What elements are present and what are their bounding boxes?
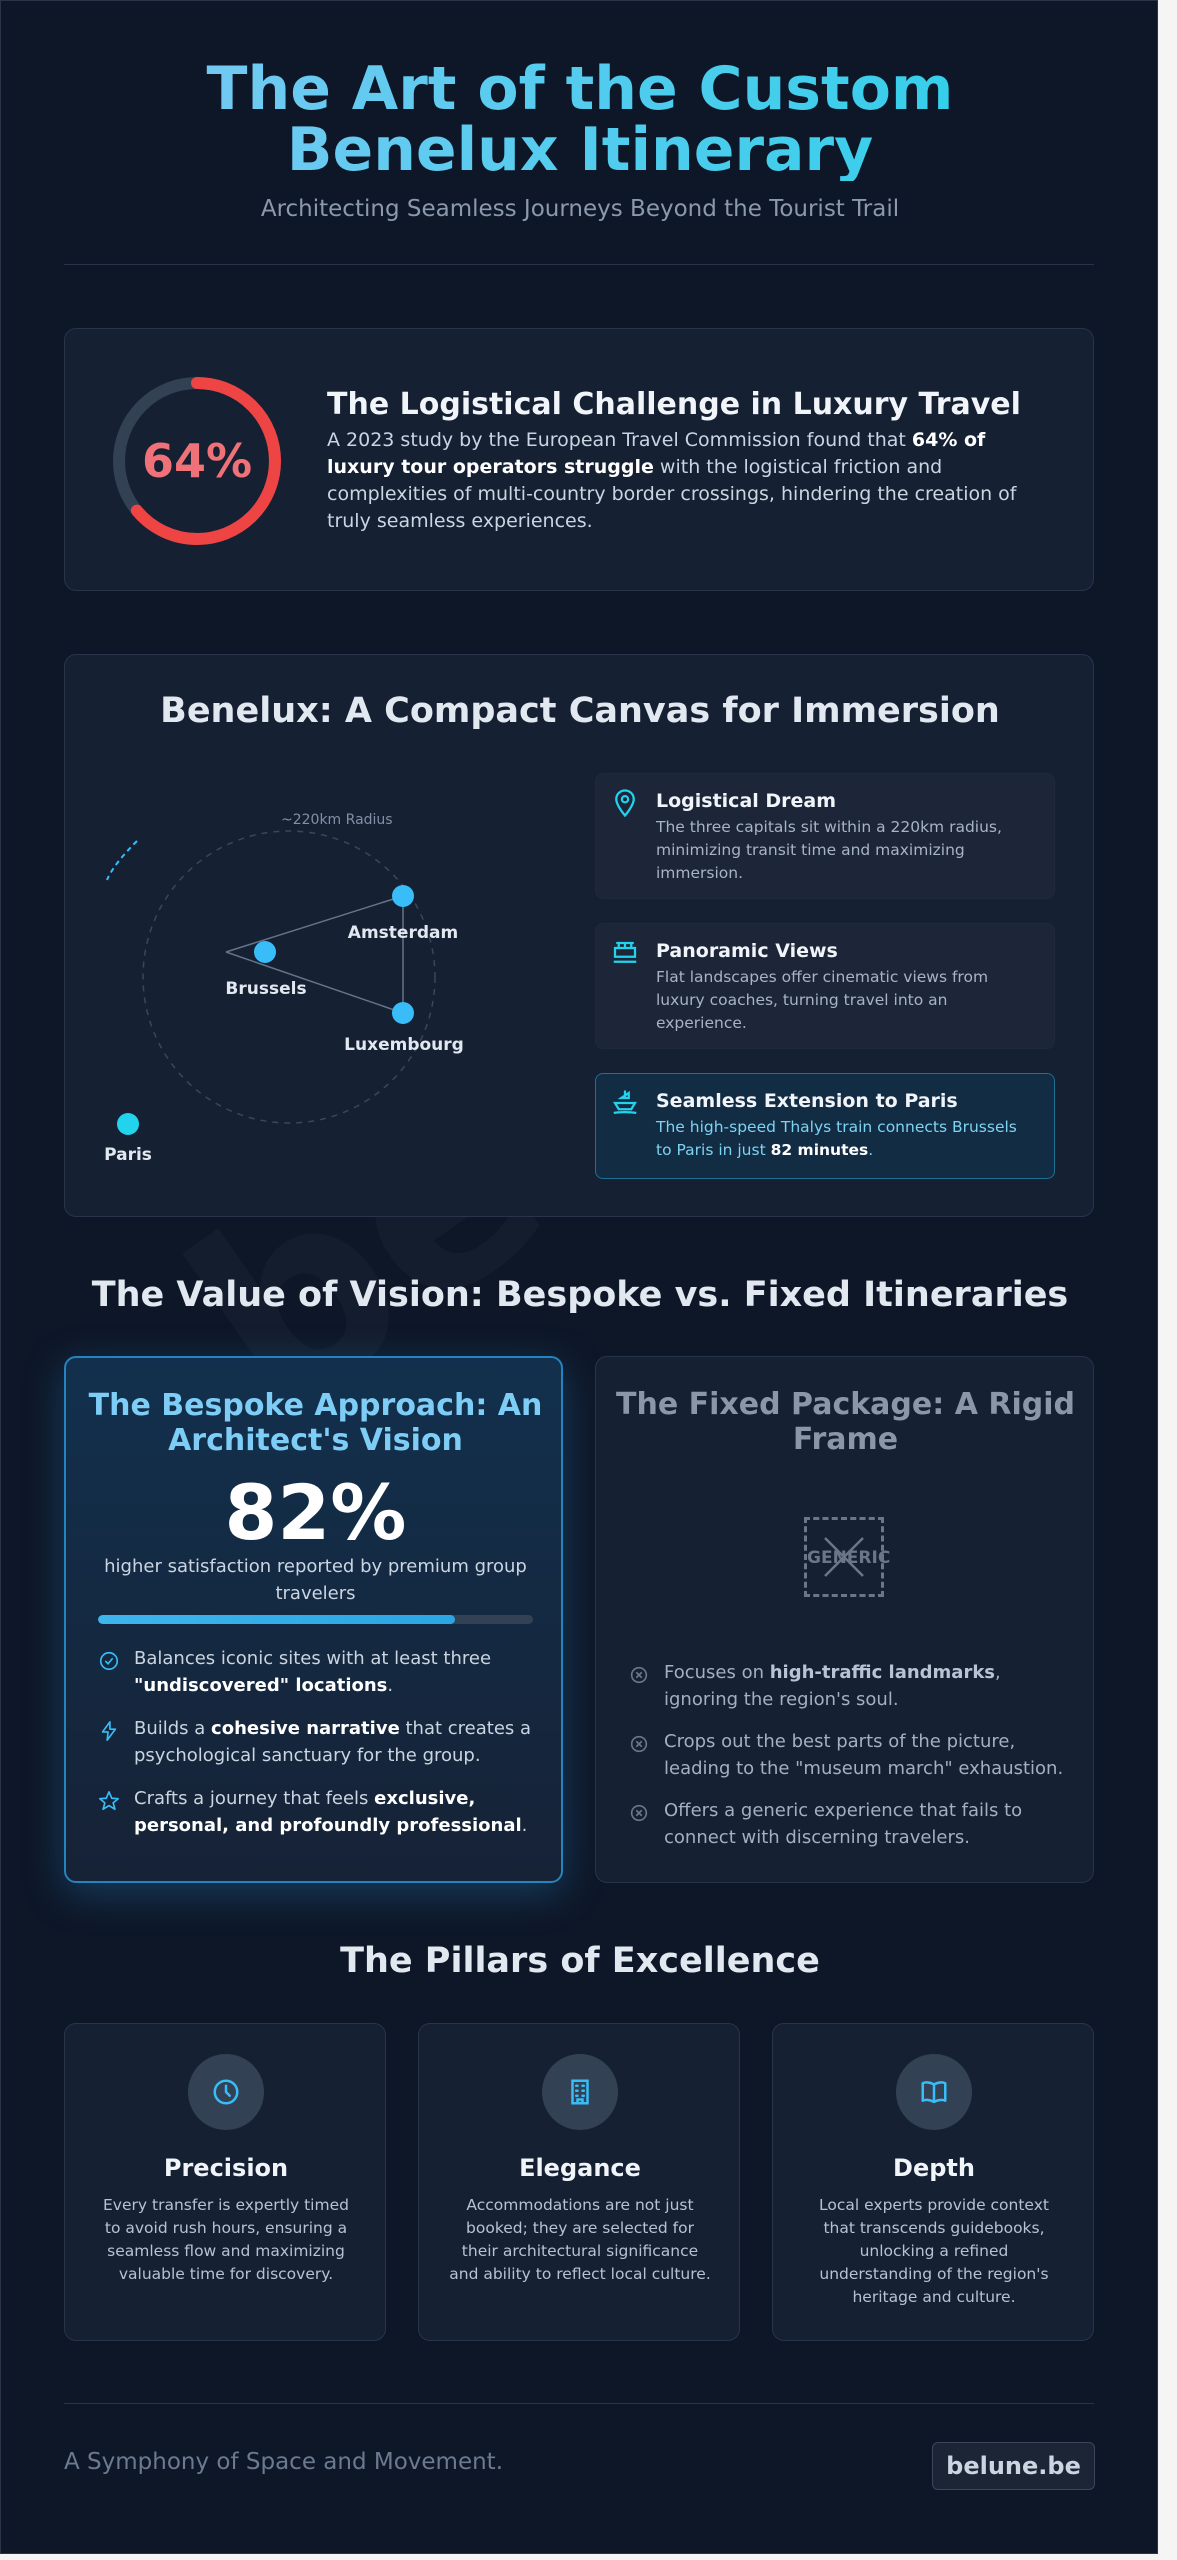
satisfaction-bar — [98, 1615, 533, 1624]
pillars-section-title: The Pillars of Excellence — [340, 1941, 820, 1981]
bullet-text: Builds a — [134, 1718, 212, 1739]
clock-icon — [213, 2079, 239, 2105]
satisfaction-bar-fill — [98, 1615, 455, 1624]
bullet-text: Offers a generic experience that fails t… — [664, 1800, 1023, 1848]
radius-label: ~220km Radius — [281, 812, 393, 828]
feature-heading: Panoramic Views — [656, 940, 838, 962]
x-circle-icon — [630, 1804, 648, 1822]
city-dot-brussels — [254, 941, 276, 963]
pillar-title: Elegance — [519, 2154, 641, 2182]
bespoke-card: The Bespoke Approach: An Architect's Vis… — [64, 1356, 563, 1883]
x-circle-icon — [630, 1735, 648, 1753]
header-divider — [64, 264, 1094, 265]
city-dot-paris — [117, 1113, 139, 1135]
city-dot-luxembourg — [392, 1002, 414, 1024]
benelux-card: Benelux: A Compact Canvas for Immersion … — [64, 654, 1094, 1217]
city-label-amsterdam: Amsterdam — [347, 923, 459, 943]
pillar-card-elegance: Elegance Accommodations are not just boo… — [418, 2023, 740, 2341]
city-label-brussels: Brussels — [225, 979, 307, 999]
feature-body-post: . — [868, 1141, 874, 1159]
bullet-text: Balances iconic sites with at least thre… — [134, 1648, 492, 1669]
feature-body: The high-speed Thalys train connects Bru… — [656, 1116, 1036, 1162]
check-circle-icon — [99, 1651, 119, 1671]
pillar-title: Depth — [893, 2154, 975, 2182]
route-brussels-amsterdam — [225, 895, 404, 953]
pillar-icon-circle — [188, 2054, 264, 2130]
challenge-body-pre: A 2023 study by the European Travel Comm… — [327, 429, 912, 451]
footer-divider — [64, 2403, 1094, 2404]
challenge-body: A 2023 study by the European Travel Comm… — [327, 427, 1027, 535]
benelux-map — [106, 830, 436, 1135]
bullet-text-end: . — [387, 1675, 394, 1696]
pillar-card-depth: Depth Local experts provide context that… — [772, 2023, 1094, 2341]
route-brussels-luxembourg — [225, 951, 404, 1014]
challenge-card: 64% The Logistical Challenge in Luxury T… — [64, 328, 1094, 591]
coach-icon — [613, 941, 637, 963]
bullet-text: Crafts a journey that feels — [134, 1788, 375, 1809]
bullet-text-end: , ignoring the region's soul. — [664, 1662, 1001, 1710]
benelux-title: Benelux: A Compact Canvas for Immersion — [160, 691, 1000, 731]
footer-tagline: A Symphony of Space and Movement. — [64, 2449, 504, 2475]
pillar-body: Accommodations are not just booked; they… — [449, 2196, 711, 2283]
bullet-text-end: . — [521, 1815, 528, 1836]
pillar-icon-circle — [896, 2054, 972, 2130]
bullet-bold: "undiscovered" locations — [134, 1675, 388, 1696]
feature-body: The three capitals sit within a 220km ra… — [656, 818, 1002, 882]
pillar-icon-circle — [542, 2054, 618, 2130]
map-pin-icon — [615, 789, 635, 818]
feature-panoramic-views: Panoramic Views Flat landscapes offer ci… — [595, 923, 1055, 1049]
bullet-bold: high-traffic landmarks — [769, 1662, 996, 1683]
challenge-body-post: with the logistical friction and complex… — [327, 456, 1017, 532]
paris-route-arc — [106, 840, 138, 881]
city-label-paris: Paris — [104, 1145, 152, 1165]
page-subtitle: Architecting Seamless Journeys Beyond th… — [260, 196, 900, 222]
generic-label: GENERIC — [807, 1548, 891, 1568]
train-icon — [613, 1090, 637, 1115]
generic-frame-icon: GENERIC — [804, 1517, 891, 1597]
challenge-donut-chart — [113, 377, 281, 545]
page-title: The Art of the Custom Benelux Itinerary — [61, 59, 1099, 181]
donut-progress-arc — [113, 377, 281, 545]
lightning-icon — [101, 1721, 117, 1741]
bespoke-title: The Bespoke Approach: An Architect's Vis… — [88, 1388, 543, 1458]
cross-icon — [824, 1537, 864, 1577]
fixed-card: The Fixed Package: A Rigid Frame GENERIC… — [595, 1356, 1094, 1883]
bullet-bold: exclusive, personal, and profoundly prof… — [134, 1788, 522, 1836]
feature-logistical-dream: Logistical Dream The three capitals sit … — [595, 773, 1055, 899]
bullet-text-end: that creates a psychological sanctuary f… — [134, 1718, 532, 1766]
bullet-bold: cohesive narrative — [211, 1718, 400, 1739]
radius-circle — [142, 830, 436, 1124]
book-icon — [921, 2081, 947, 2104]
x-circle-icon — [630, 1666, 648, 1684]
footer-brand-link[interactable]: belune.be — [932, 2442, 1095, 2490]
bespoke-stat-caption: higher satisfaction reported by premium … — [104, 1556, 527, 1604]
challenge-heading: The Logistical Challenge in Luxury Trave… — [327, 387, 1021, 422]
feature-body-pre: The high-speed Thalys train connects Bru… — [656, 1118, 1017, 1159]
fixed-title: The Fixed Package: A Rigid Frame — [616, 1387, 1075, 1457]
feature-heading: Seamless Extension to Paris — [656, 1090, 958, 1112]
city-dot-amsterdam — [392, 885, 414, 907]
challenge-body-bold: 64% of luxury tour operators struggle — [327, 429, 986, 478]
star-icon — [99, 1791, 119, 1811]
pillar-body: Every transfer is expertly timed to avoi… — [103, 2196, 349, 2283]
pillar-title: Precision — [163, 2154, 289, 2182]
challenge-stat: 64% — [141, 434, 253, 488]
bullet-text: Crops out the best parts of the picture,… — [664, 1731, 1064, 1779]
feature-body-bold: 82 minutes — [770, 1141, 869, 1159]
city-label-luxembourg: Luxembourg — [344, 1035, 464, 1055]
feature-body: Flat landscapes offer cinematic views fr… — [656, 968, 989, 1032]
pillar-body: Local experts provide context that trans… — [819, 2196, 1049, 2306]
feature-paris-extension: Seamless Extension to Paris The high-spe… — [595, 1073, 1055, 1179]
building-icon — [571, 2079, 589, 2105]
feature-heading: Logistical Dream — [656, 790, 837, 812]
bullet-text: Focuses on — [664, 1662, 770, 1683]
value-section-title: The Value of Vision: Bespoke vs. Fixed I… — [91, 1275, 1069, 1315]
pillar-card-precision: Precision Every transfer is expertly tim… — [64, 2023, 386, 2341]
bespoke-stat: 82% — [224, 1468, 407, 1557]
